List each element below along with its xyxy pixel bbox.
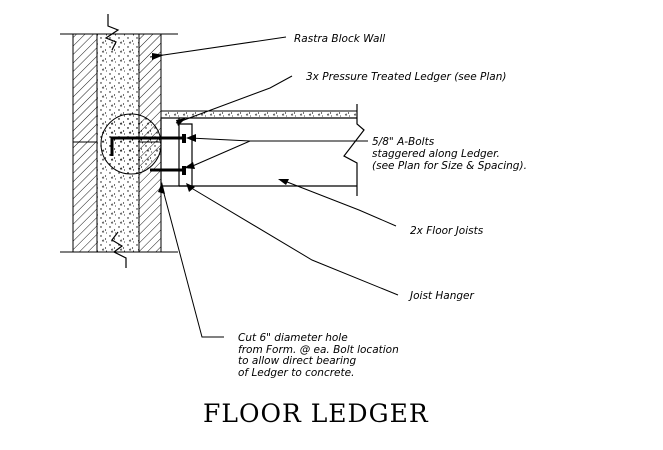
break-symbol-top <box>104 14 120 51</box>
label-bolts-line1: 5/8" A-Bolts <box>372 136 435 148</box>
label-floor-joists: 2x Floor Joists <box>410 225 484 237</box>
joist-hanger <box>179 123 193 187</box>
floor-framing <box>160 104 365 196</box>
a-bolt-upper <box>110 136 185 156</box>
note-line3: to allow direct bearing <box>238 355 357 367</box>
break-line-right <box>343 104 365 196</box>
drawing-title: FLOOR LEDGER <box>203 399 429 428</box>
note-line1: Cut 6" diameter hole <box>238 332 348 344</box>
label-bolts-line3: (see Plan for Size & Spacing). <box>372 160 527 172</box>
note-line2: from Form. @ ea. Bolt location <box>238 344 399 356</box>
label-rastra-block-wall: Rastra Block Wall <box>294 33 385 45</box>
label-ledger: 3x Pressure Treated Ledger (see Plan) <box>306 71 506 83</box>
break-symbol-bottom <box>111 231 127 268</box>
form-hole <box>100 113 162 175</box>
rastra-block-wall <box>60 14 178 268</box>
subfloor-sheathing <box>160 110 358 119</box>
note-line4: of Ledger to concrete. <box>238 367 354 379</box>
leader-lines <box>149 36 399 338</box>
pressure-treated-ledger <box>160 117 180 187</box>
ledger-assembly <box>110 117 186 187</box>
label-joist-hanger: Joist Hanger <box>408 290 474 302</box>
wall-outer-shell-left <box>72 33 98 253</box>
label-bolts-line2: staggered along Ledger. <box>372 148 500 160</box>
